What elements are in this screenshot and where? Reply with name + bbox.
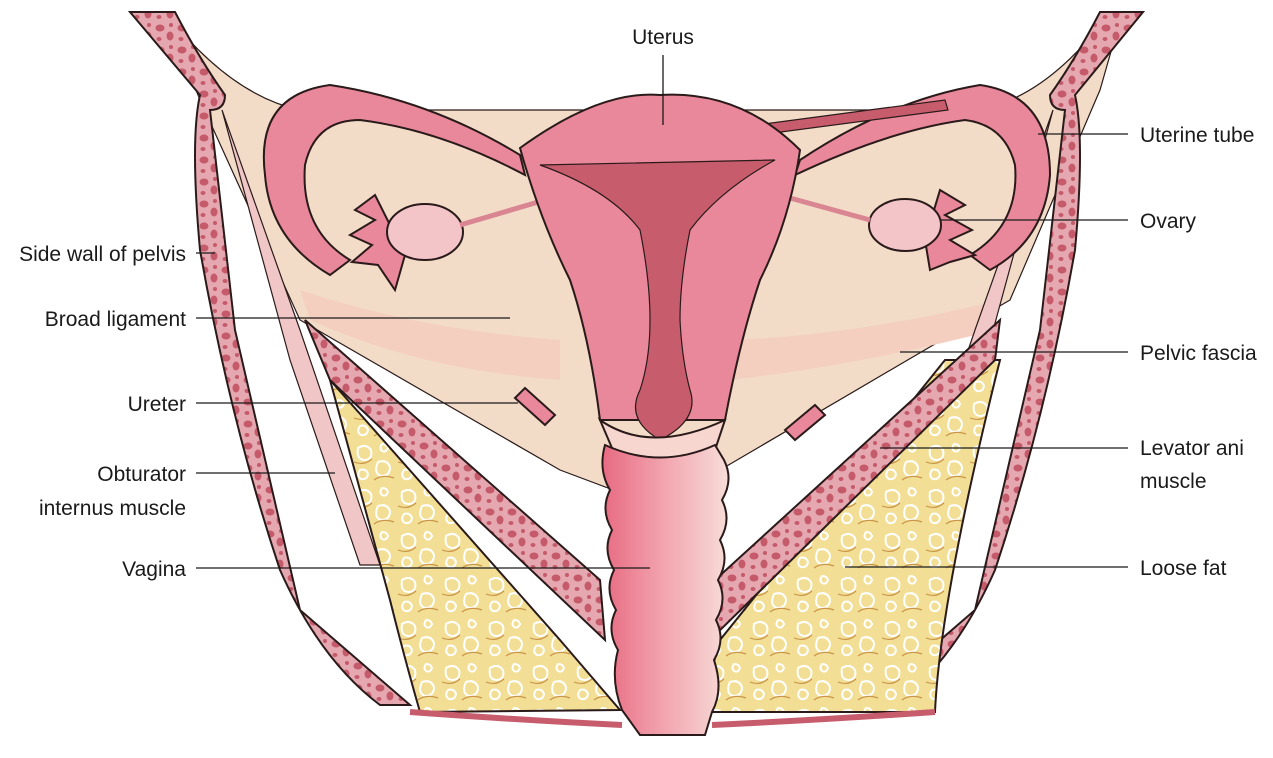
ovary-left bbox=[386, 203, 464, 261]
label-vagina: Vagina bbox=[122, 558, 186, 581]
label-broad-ligament: Broad ligament bbox=[45, 308, 186, 331]
ureter-left bbox=[513, 386, 557, 427]
side-wall-pelvis-left bbox=[127, 11, 413, 706]
vagina bbox=[601, 443, 730, 736]
fimbriae-left bbox=[347, 193, 407, 293]
perineum-left bbox=[409, 709, 623, 728]
label-loose-fat: Loose fat bbox=[1140, 557, 1227, 580]
label-obturator-line2: internus muscle bbox=[39, 497, 186, 520]
ovary-right bbox=[868, 198, 942, 252]
label-uterine-tube: Uterine tube bbox=[1140, 124, 1254, 147]
uterine-tube-left bbox=[262, 83, 527, 277]
label-side-wall-pelvis: Side wall of pelvis bbox=[19, 243, 186, 266]
label-uterus: Uterus bbox=[632, 26, 694, 49]
label-levator-ani-line2: muscle bbox=[1140, 470, 1207, 493]
perineum-right bbox=[711, 709, 936, 728]
ovarian-ligament-right bbox=[789, 195, 871, 223]
label-levator-ani-line1: Levator ani bbox=[1140, 437, 1244, 460]
side-wall-pelvis-right bbox=[862, 11, 1146, 706]
levator-ani-left bbox=[304, 319, 607, 643]
label-ovary: Ovary bbox=[1140, 210, 1197, 233]
label-pelvic-fascia: Pelvic fascia bbox=[1140, 342, 1257, 365]
fimbriae-right bbox=[923, 188, 978, 272]
uterine-tube-right bbox=[793, 83, 1052, 272]
ureter-right bbox=[783, 403, 827, 442]
ovarian-ligament-left bbox=[459, 197, 546, 228]
pelvic-fascia bbox=[300, 290, 1000, 380]
loose-fat-left bbox=[329, 379, 623, 714]
label-obturator-line1: Obturator bbox=[97, 463, 186, 486]
label-ureter: Ureter bbox=[128, 393, 186, 416]
